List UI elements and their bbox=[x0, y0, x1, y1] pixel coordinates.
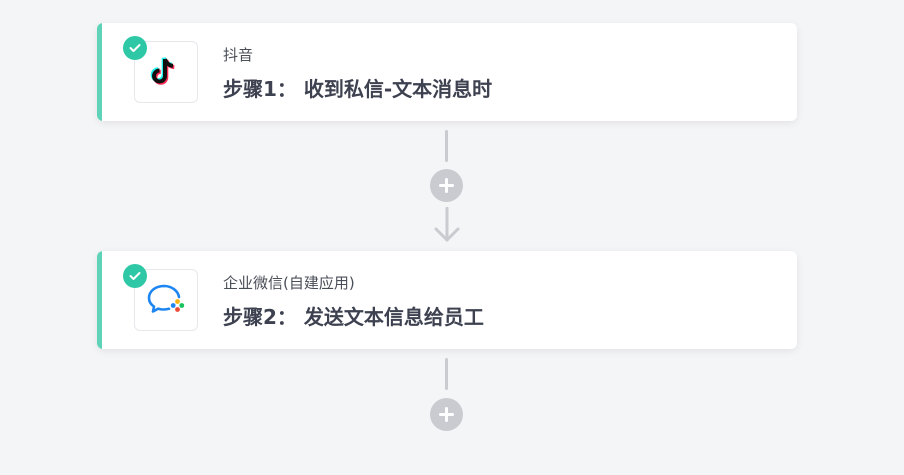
step-app-name: 抖音 bbox=[223, 46, 254, 64]
step-title: 步骤1： 收到私信-文本消息时 bbox=[223, 77, 493, 101]
check-icon bbox=[123, 36, 147, 60]
step-title: 步骤2： 发送文本信息给员工 bbox=[223, 305, 484, 329]
plus-icon bbox=[439, 407, 454, 422]
plus-icon bbox=[439, 178, 454, 193]
step-card-2[interactable]: 企业微信(自建应用) 步骤2： 发送文本信息给员工 bbox=[97, 251, 797, 349]
step-accent-bar bbox=[97, 23, 102, 121]
connector-line bbox=[445, 358, 448, 390]
add-step-button[interactable] bbox=[430, 169, 463, 202]
step-app-name: 企业微信(自建应用) bbox=[223, 274, 355, 292]
step-accent-bar bbox=[97, 251, 102, 349]
connector-line bbox=[445, 130, 448, 162]
check-icon bbox=[123, 264, 147, 288]
arrow-down-icon bbox=[434, 207, 460, 242]
step-card-1[interactable]: 抖音 步骤1： 收到私信-文本消息时 bbox=[97, 23, 797, 121]
add-step-button[interactable] bbox=[430, 398, 463, 431]
